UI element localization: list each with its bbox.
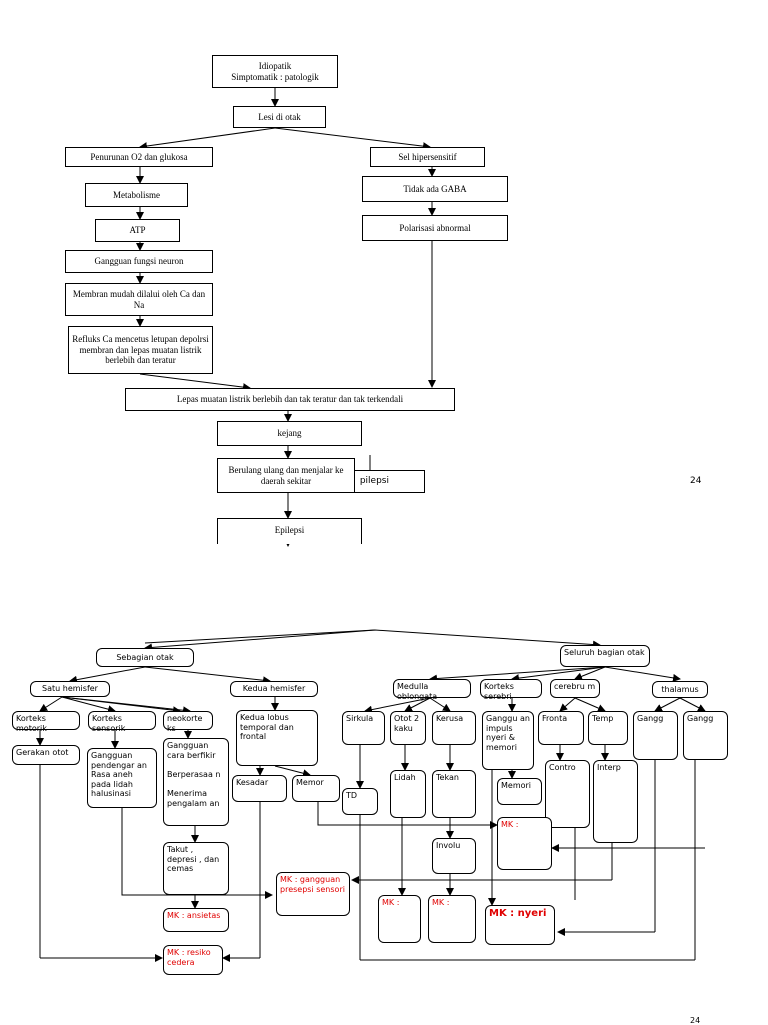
sirkula-box: Sirkula — [342, 711, 385, 745]
medulla-box: Medulla oblongata — [393, 679, 471, 701]
td-box: TD — [342, 788, 378, 815]
neokorteks-symptoms-box: Gangguan cara berfikir Berperasaa n Mene… — [163, 738, 229, 826]
mk-persepsi-box: MK : gangguan presepsi sensori — [276, 872, 350, 916]
memor-box: Memor — [292, 775, 340, 802]
contro-box: Contro — [545, 760, 590, 828]
fronta-box: Fronta — [538, 711, 584, 745]
otot-kaku-box: Otot 2 kaku — [390, 711, 426, 745]
left-step-1: Penurunan O2 dan glukosa — [65, 147, 213, 167]
interp-box: Interp — [593, 760, 638, 843]
left-step-4: Gangguan fungsi neuron — [65, 250, 213, 273]
lidah-box: Lidah — [390, 770, 426, 818]
mk-tekan-box: MK : — [428, 895, 476, 943]
satu-hemisfer-box: Satu hemisfer — [30, 681, 110, 697]
kerusa-box: Kerusa — [432, 711, 476, 745]
sensorik-symptoms-box: Gangguan pendengar an Rasa aneh pada lid… — [87, 748, 157, 808]
mk-ansietas-box: MK : ansietas — [163, 908, 229, 932]
left-step-2: Metabolisme — [85, 183, 188, 207]
gangg-box-2: Gangg — [683, 711, 728, 760]
tekan-box: Tekan — [432, 770, 476, 818]
sebagian-otak-box: Sebagian otak — [96, 648, 194, 667]
gangguan-impuls-box: Ganggu an impuls nyeri & memori — [482, 711, 534, 770]
seluruh-otak-box: Seluruh bagian otak — [560, 645, 650, 667]
mk-resiko-box: MK : resiko cedera — [163, 945, 223, 975]
kedua-lobus-box: Kedua lobus temporal dan frontal — [236, 710, 318, 766]
gerakan-otot-box: Gerakan otot — [12, 745, 80, 765]
neokorteks-box: neokorte ks — [163, 711, 213, 733]
korteks-sensorik-box: Korteks sensorik — [88, 711, 156, 733]
right-step-3: Polarisasi abnormal — [362, 215, 508, 241]
left-step-3: ATP — [95, 219, 180, 242]
mk-lidah-box: MK : — [378, 895, 421, 943]
kesadar-box: Kesadar — [232, 775, 287, 802]
epilepsi-box: Epilepsi — [217, 518, 362, 544]
mk-mid-box: MK : — [497, 817, 552, 870]
mk-nyeri-box: MK : nyeri — [485, 905, 555, 945]
repeat-box: Berulang ulang dan menjalar ke daerah se… — [217, 458, 355, 493]
korteks-motorik-box: Korteks motorik — [12, 711, 80, 733]
cerebrum-box: cerebru m — [550, 679, 600, 698]
page-number-top: 24 — [690, 476, 702, 486]
thalamus-box: thalamus — [652, 681, 708, 698]
involu-box: Involu — [432, 838, 476, 874]
right-step-1: Sel hipersensitif — [370, 147, 485, 167]
korteks-serebri-box: Korteks serebri — [480, 679, 542, 701]
kedua-hemisfer-box: Kedua hemisfer — [230, 681, 318, 697]
kejang-box: kejang — [217, 421, 362, 446]
lesion-box: Lesi di otak — [233, 106, 326, 128]
merge-box: Lepas muatan listrik berlebih dan tak te… — [125, 388, 455, 411]
right-step-2: Tidak ada GABA — [362, 176, 508, 202]
gangg-box-1: Gangg — [633, 711, 678, 760]
memori-box: Memori — [497, 778, 542, 805]
takut-box: Takut , depresi , dan cemas — [163, 842, 229, 895]
page-number-bottom: 24 — [690, 1016, 701, 1025]
left-step-5: Membran mudah dilalui oleh Ca dan Na — [65, 283, 213, 316]
cause-box: Idiopatik Simptomatik : patologik — [212, 55, 338, 88]
left-step-6: Refluks Ca mencetus letupan depolrsi mem… — [68, 326, 213, 374]
temp-box: Temp — [588, 711, 628, 745]
